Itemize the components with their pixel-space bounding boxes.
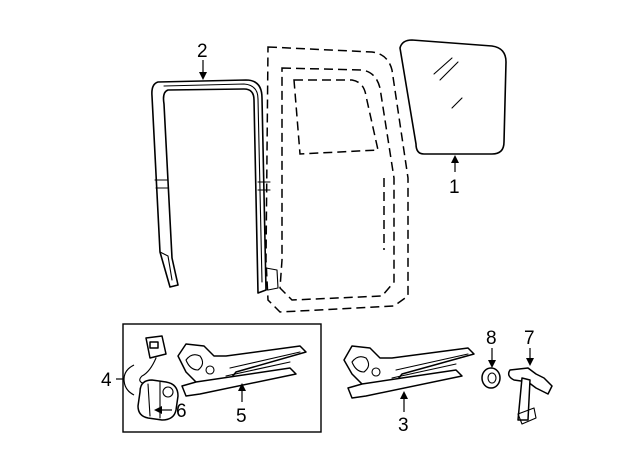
callout-1: 1 [449, 177, 460, 198]
window-motor [137, 335, 179, 421]
window-regulator-with-motor [177, 343, 307, 397]
callout-5: 5 [236, 406, 247, 427]
crank-handle [507, 367, 553, 425]
grommet [481, 367, 501, 389]
glass-run-channel [151, 79, 279, 294]
door-glass [399, 39, 507, 155]
callout-8: 8 [486, 328, 497, 349]
callout-2: 2 [197, 41, 208, 62]
callout-labels: 1 2 3 4 5 6 7 8 [101, 41, 535, 436]
assembly-box [122, 323, 322, 433]
door-shell-outline [265, 46, 409, 313]
callout-4: 4 [101, 370, 112, 391]
callout-7: 7 [524, 328, 535, 349]
window-regulator [343, 345, 475, 399]
callout-3: 3 [398, 415, 409, 436]
leader-lines [116, 60, 534, 414]
callout-6: 6 [176, 401, 187, 422]
